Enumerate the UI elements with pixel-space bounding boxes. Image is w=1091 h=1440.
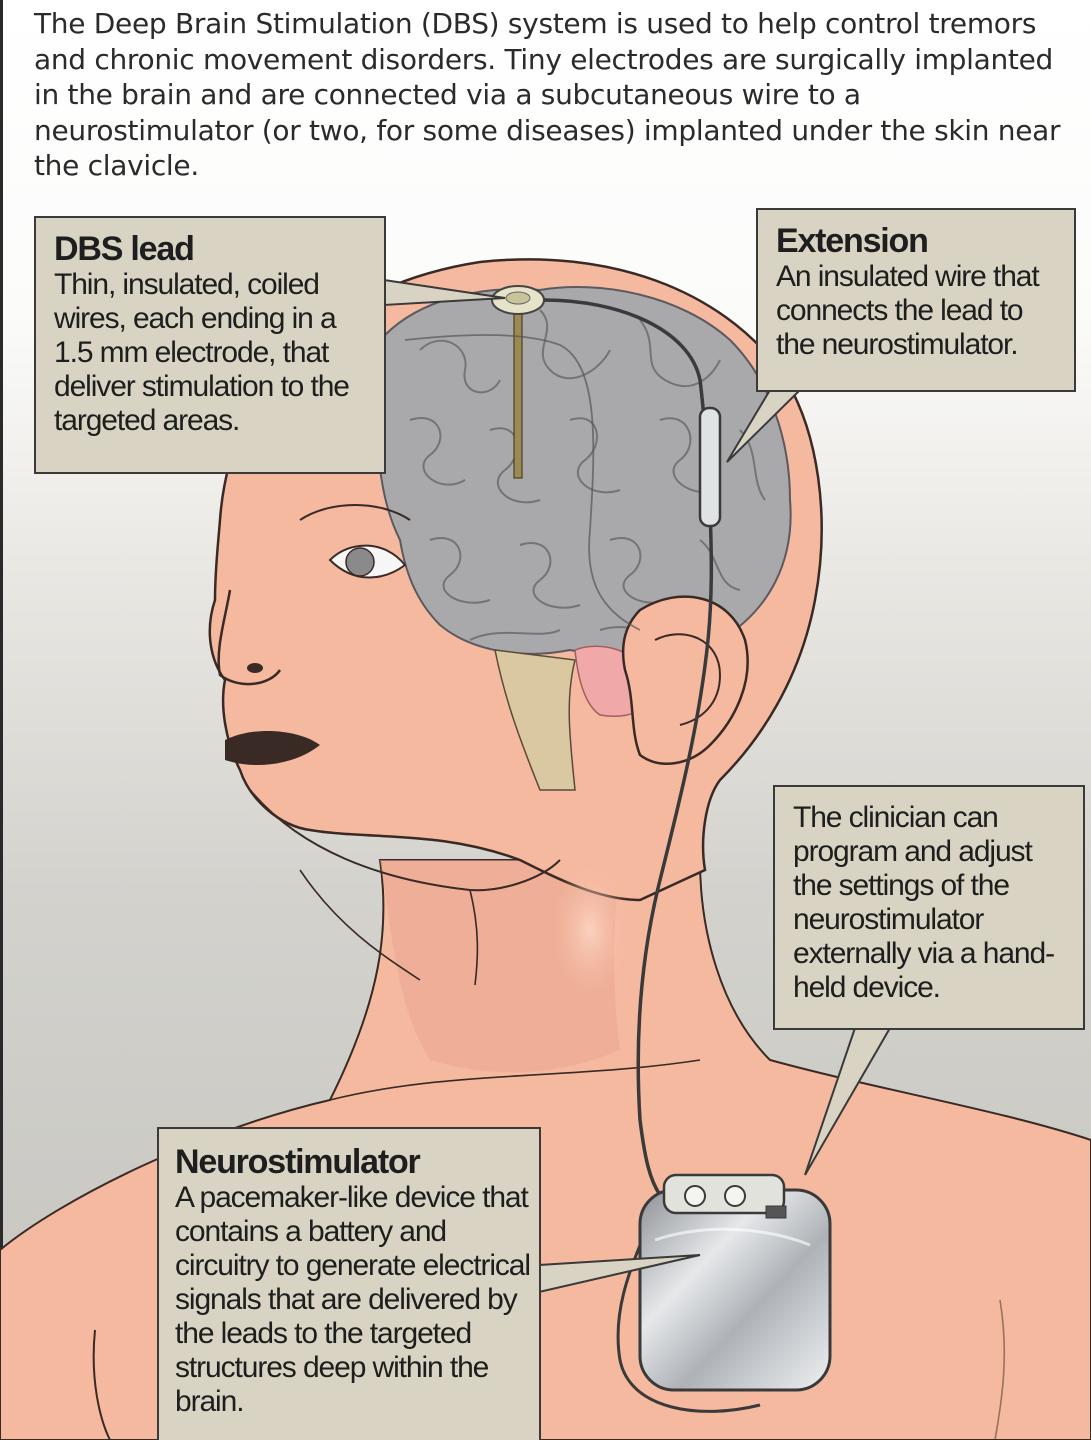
neurostimulator-title: Neurostimulator bbox=[175, 1143, 531, 1181]
extension-description: An insulated wire that connects the lead… bbox=[776, 260, 1068, 362]
clinician-callout: The clinician can program and adjust the… bbox=[773, 785, 1085, 1030]
clinician-description: The clinician can program and adjust the… bbox=[793, 801, 1077, 1005]
dbs-lead-title: DBS lead bbox=[54, 230, 374, 268]
extension-connector bbox=[700, 408, 720, 526]
dbs-lead-callout: DBS lead Thin, insulated, coiled wires, … bbox=[34, 216, 386, 474]
dbs-lead-description: Thin, insulated, coiled wires, each endi… bbox=[54, 268, 374, 438]
neurostimulator-description: A pacemaker-like device that contains a … bbox=[175, 1181, 531, 1419]
neurostimulator-device bbox=[640, 1190, 830, 1390]
neurostimulator-callout: Neurostimulator A pacemaker-like device … bbox=[157, 1127, 541, 1440]
extension-callout: Extension An insulated wire that connect… bbox=[756, 208, 1076, 392]
lead-shaft bbox=[514, 303, 522, 478]
extension-title: Extension bbox=[776, 222, 1068, 260]
brain bbox=[378, 287, 791, 658]
